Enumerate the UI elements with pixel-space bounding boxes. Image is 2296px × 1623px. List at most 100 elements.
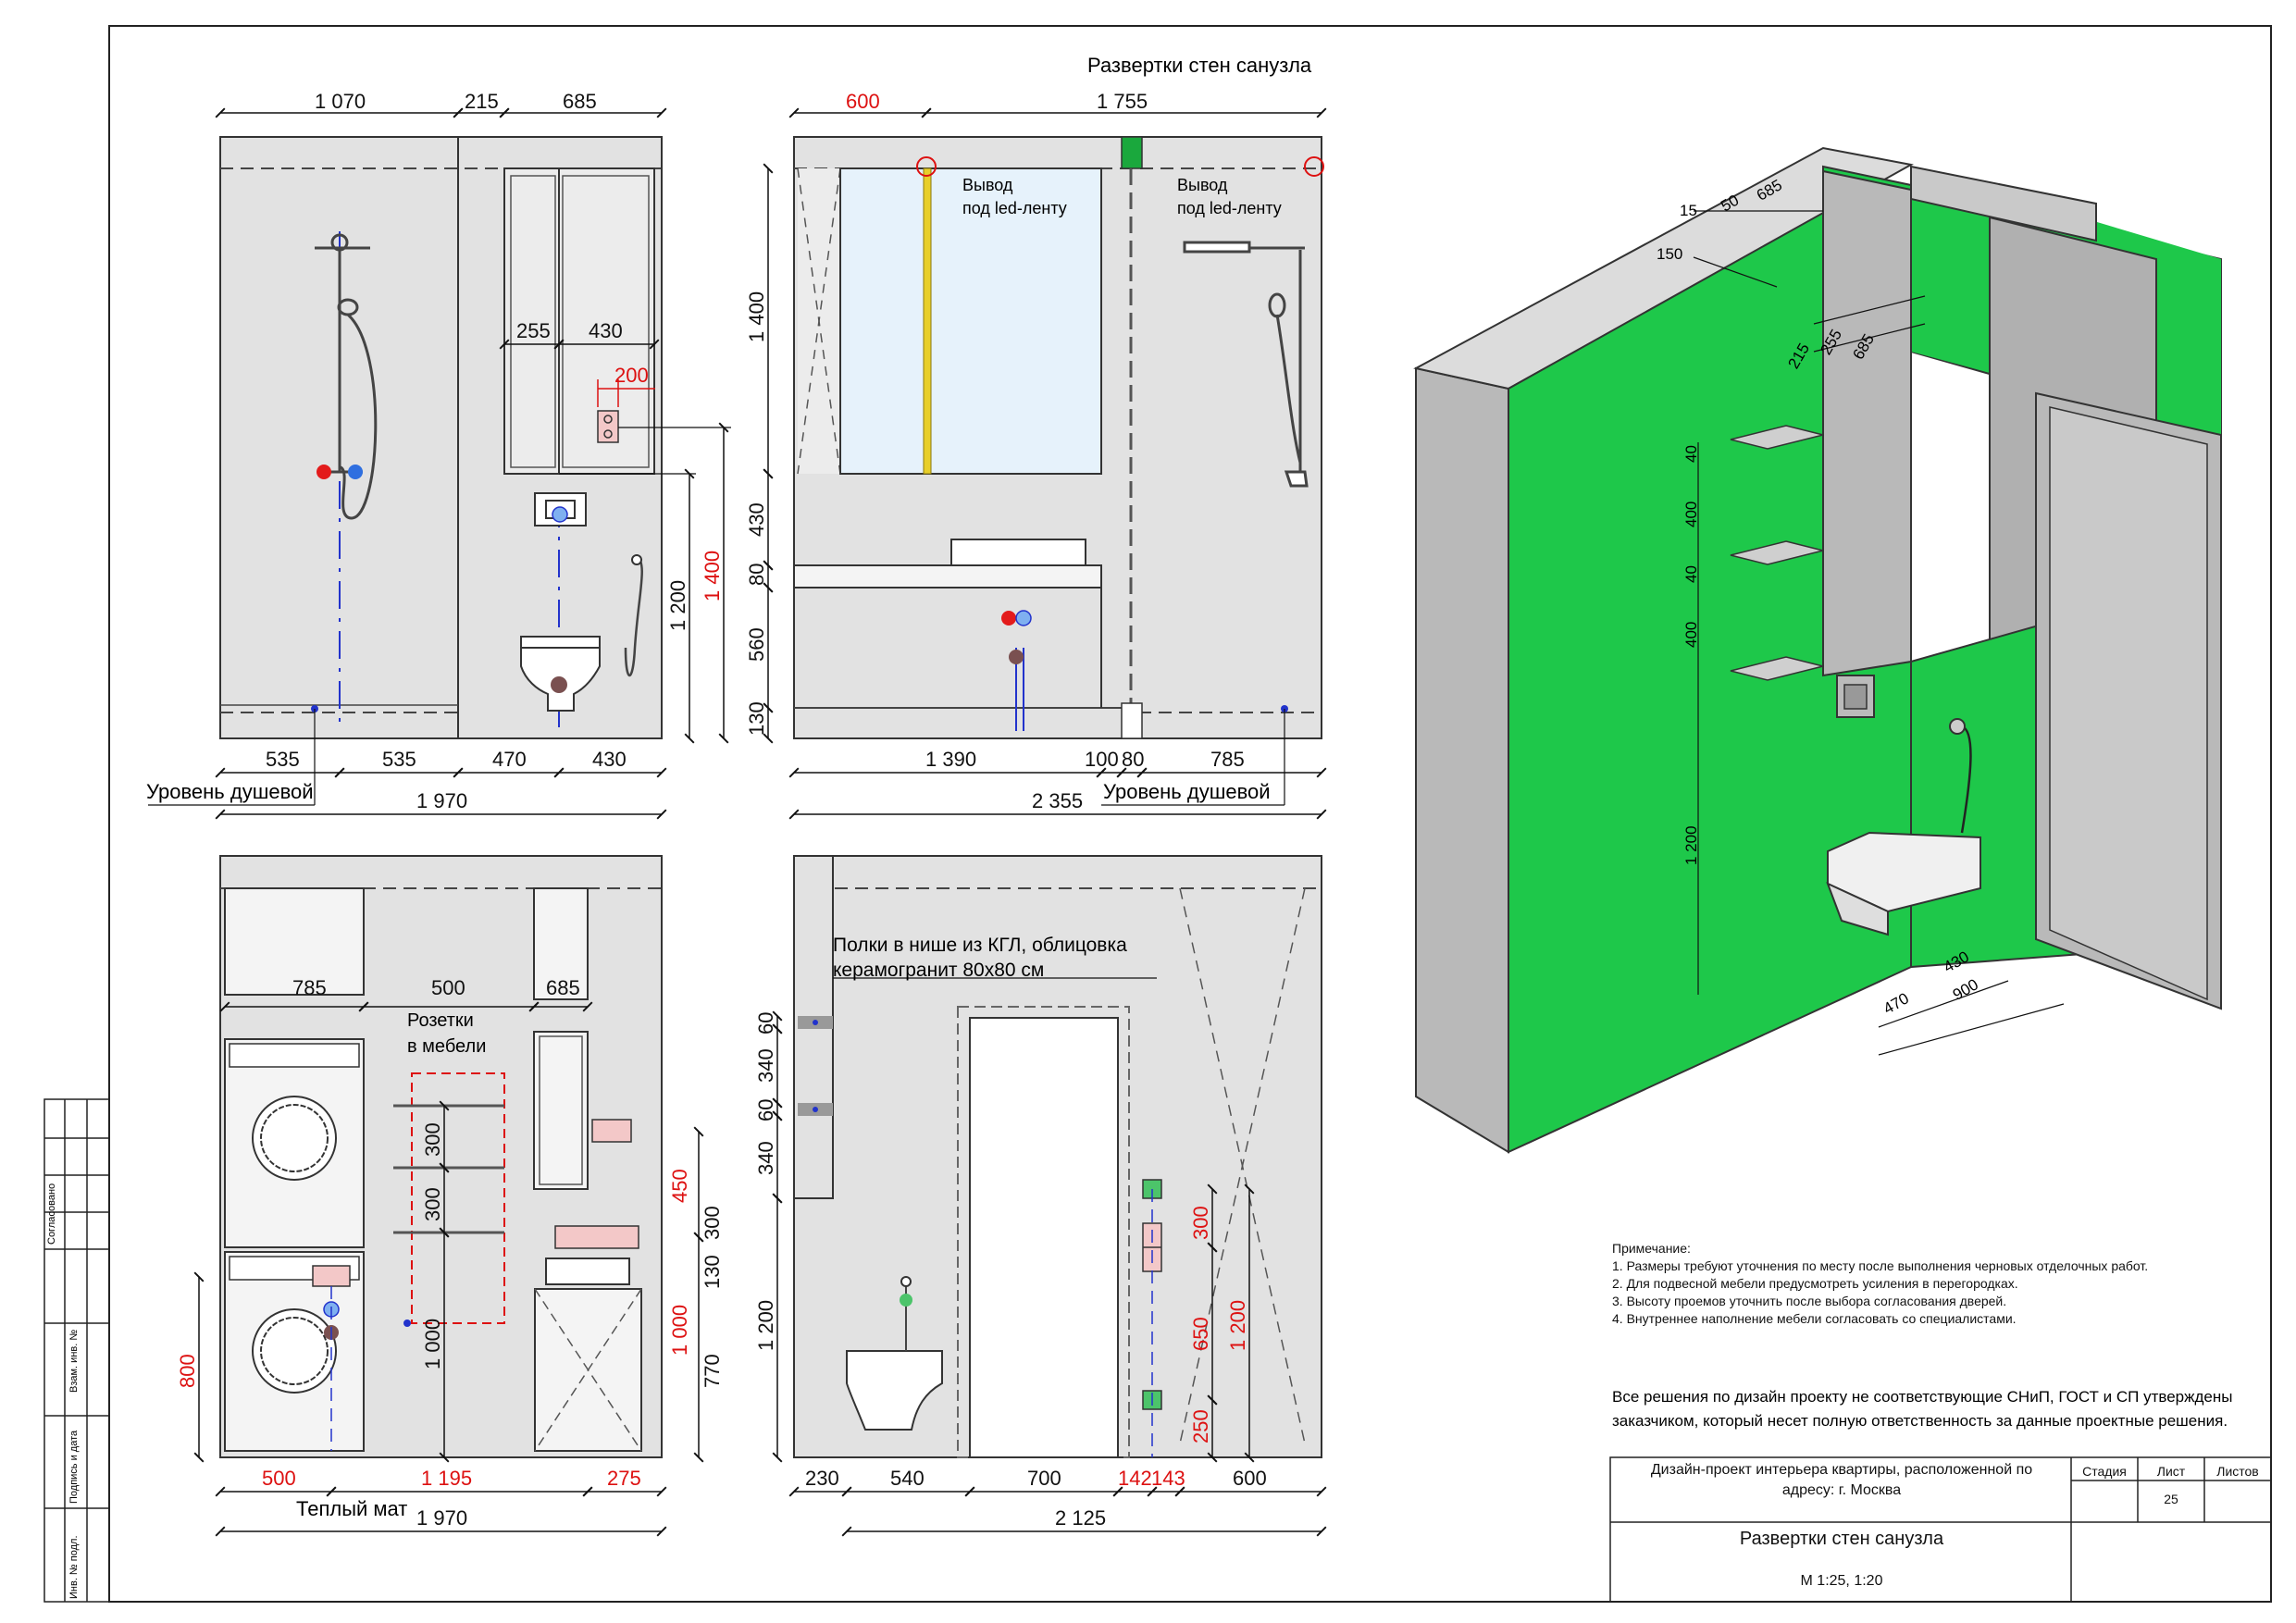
dim-label: 685 bbox=[563, 90, 597, 113]
stamp-approved: Согласовано bbox=[46, 1183, 57, 1245]
dim-label: 430 bbox=[592, 748, 627, 771]
dim-label: 340 bbox=[754, 1141, 777, 1175]
led-label-left-2: под led-ленту bbox=[962, 199, 1067, 217]
shelves-label-1: Полки в нише из КГЛ, облицовка bbox=[833, 935, 1127, 956]
sockets-label-2: в мебели bbox=[407, 1036, 487, 1057]
dim-label: 685 bbox=[546, 976, 580, 999]
sockets-label-1: Розетки bbox=[407, 1010, 474, 1031]
title-block bbox=[1609, 1456, 2272, 1603]
dim-label-red: 600 bbox=[846, 90, 880, 113]
drawing-title: Развертки стен санузла bbox=[1739, 1529, 1944, 1549]
dim-label: 130 bbox=[701, 1255, 724, 1289]
note-item: 3. Высоту проемов уточнить после выбора … bbox=[1612, 1294, 2007, 1308]
dim-label: 130 bbox=[745, 701, 768, 736]
dim-label: 500 bbox=[431, 976, 465, 999]
mirror bbox=[839, 167, 1102, 475]
dim-label-red: 143 bbox=[1151, 1467, 1185, 1490]
dim-label: 1 400 bbox=[745, 291, 768, 342]
sheet-number: 25 bbox=[2164, 1492, 2178, 1506]
note-item: 2. Для подвесной мебели предусмотреть ус… bbox=[1612, 1276, 2018, 1291]
dim-label: 60 bbox=[754, 1011, 777, 1035]
iso-dim: 40 bbox=[1682, 445, 1700, 463]
dim-label: 540 bbox=[890, 1467, 925, 1490]
led-label-left-1: Вывод bbox=[962, 176, 1013, 194]
elevation-a bbox=[148, 107, 731, 820]
iso-dim: 15 bbox=[1680, 202, 1697, 219]
dim-label: 600 bbox=[1233, 1467, 1267, 1490]
dim-label-red: 200 bbox=[614, 364, 649, 387]
col-sheet: Лист bbox=[2156, 1464, 2186, 1479]
stamp-replace: Взам. инв. № bbox=[68, 1329, 80, 1393]
dim-label: 340 bbox=[754, 1048, 777, 1083]
sheet-heading: Развертки стен санузла bbox=[1087, 54, 1312, 77]
iso-dim: 1 200 bbox=[1682, 825, 1700, 865]
dim-label-red: 500 bbox=[262, 1467, 296, 1490]
iso-dim: 150 bbox=[1657, 245, 1683, 263]
shelves-label-2: керамогранит 80х80 см bbox=[833, 960, 1045, 981]
dim-label-red: 1 195 bbox=[421, 1467, 473, 1490]
dim-label-red: 250 bbox=[1189, 1409, 1212, 1443]
dim-label-red: 300 bbox=[1189, 1206, 1212, 1240]
dim-label-red: 142 bbox=[1118, 1467, 1152, 1490]
dim-label-red: 1 000 bbox=[668, 1304, 691, 1356]
elevation-b bbox=[763, 107, 1327, 820]
dim-label-red: 1 400 bbox=[701, 550, 724, 601]
dim-label: 80 bbox=[745, 563, 768, 586]
dim-label: 1 755 bbox=[1097, 90, 1148, 113]
iso-dim: 400 bbox=[1682, 501, 1700, 527]
dim-label-red: 800 bbox=[176, 1354, 199, 1388]
drawing-scale: М 1:25, 1:20 bbox=[1800, 1573, 1883, 1589]
dim-label: 770 bbox=[701, 1354, 724, 1388]
dim-label: 535 bbox=[382, 748, 416, 771]
dim-label: 1 390 bbox=[925, 748, 977, 771]
washing-machine-upper bbox=[224, 1038, 365, 1248]
sheet-frame bbox=[108, 25, 2272, 1603]
disclaimer-line-2: заказчиком, который несет полную ответст… bbox=[1612, 1412, 2228, 1430]
elevation-d bbox=[772, 855, 1327, 1537]
socket-a bbox=[597, 410, 619, 443]
dim-label: 300 bbox=[421, 1122, 444, 1157]
project-title-1: Дизайн-проект интерьера квартиры, распол… bbox=[1650, 1462, 2033, 1478]
dim-label: 215 bbox=[465, 90, 499, 113]
dim-label: 300 bbox=[421, 1187, 444, 1221]
shower-level-label-b: Уровень душевой bbox=[1103, 780, 1271, 803]
col-stage: Стадия bbox=[2082, 1464, 2127, 1479]
warm-floor-label: Теплый мат bbox=[296, 1497, 408, 1520]
dim-label: 2 355 bbox=[1032, 789, 1084, 812]
dim-label: 430 bbox=[745, 502, 768, 537]
dim-label: 430 bbox=[589, 319, 623, 342]
dim-label: 560 bbox=[745, 627, 768, 662]
iso-dim: 400 bbox=[1682, 621, 1700, 648]
dim-label: 1 000 bbox=[421, 1318, 444, 1369]
shower-level-label: Уровень душевой bbox=[146, 780, 314, 803]
dim-label: 1 200 bbox=[754, 1299, 777, 1351]
stamp-inventory: Инв. № подл. bbox=[68, 1535, 80, 1599]
col-sheets: Листов bbox=[2216, 1464, 2259, 1479]
dim-label: 785 bbox=[1210, 748, 1245, 771]
isometric-view bbox=[1413, 146, 2222, 1154]
dim-label: 100 bbox=[1085, 748, 1119, 771]
led-label-right-1: Вывод bbox=[1177, 176, 1228, 194]
dim-label: 255 bbox=[516, 319, 551, 342]
toilet bbox=[520, 636, 601, 712]
dim-label: 80 bbox=[1122, 748, 1145, 771]
dim-label: 1 970 bbox=[416, 1506, 468, 1530]
iso-dim: 40 bbox=[1682, 565, 1700, 583]
dim-label-red: 650 bbox=[1189, 1317, 1212, 1351]
dim-label: 470 bbox=[492, 748, 527, 771]
note-item: 4. Внутреннее наполнение мебели согласов… bbox=[1612, 1311, 2017, 1326]
dim-label: 60 bbox=[754, 1098, 777, 1121]
stamp-signature: Подпись и дата bbox=[68, 1430, 80, 1504]
dim-label: 1 200 bbox=[666, 579, 689, 631]
side-stamp bbox=[43, 1098, 110, 1603]
dim-label-red: 275 bbox=[607, 1467, 641, 1490]
dim-label: 535 bbox=[266, 748, 300, 771]
dim-label-red: 450 bbox=[668, 1169, 691, 1203]
led-strip bbox=[923, 167, 932, 475]
dim-label: 785 bbox=[292, 976, 327, 999]
dim-label: 700 bbox=[1027, 1467, 1061, 1490]
dim-label-red: 1 200 bbox=[1226, 1299, 1249, 1351]
cold-water-outlet bbox=[348, 465, 363, 479]
dim-label: 1 070 bbox=[315, 90, 366, 113]
